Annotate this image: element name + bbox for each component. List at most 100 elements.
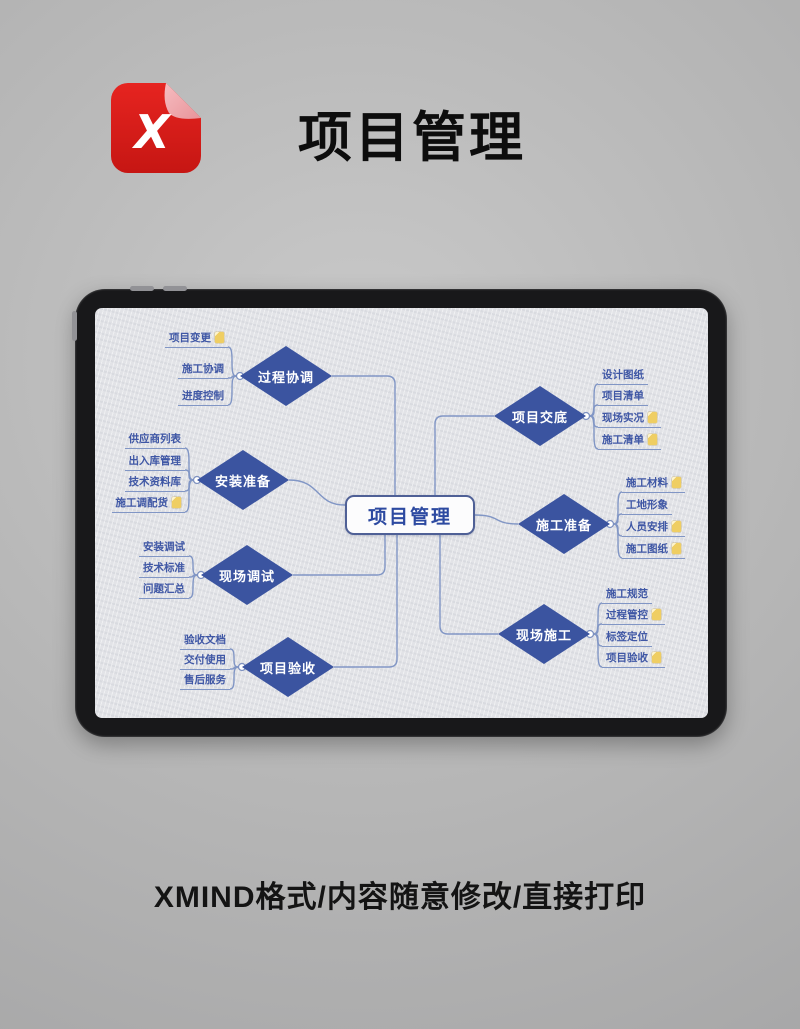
branch-topic-label: 过程协调 xyxy=(257,369,314,385)
subtopic[interactable]: 进度控制 xyxy=(178,386,228,406)
subtopic[interactable]: 过程管控 xyxy=(602,605,665,625)
root-topic-label: 项目管理 xyxy=(367,506,452,528)
branch-connector xyxy=(334,535,398,668)
note-marker-icon xyxy=(648,433,657,445)
subtopic[interactable]: 供应商列表 xyxy=(124,429,185,449)
volume-down-button xyxy=(163,286,187,291)
subtopic-label: 施工规范 xyxy=(606,587,648,600)
tablet-frame: 项目变更施工协调进度控制 过程协调供应商列表出入库管理技术资料库施工调配货 安装准备… xyxy=(72,286,727,737)
subtopic[interactable]: 技术资料库 xyxy=(124,472,185,492)
subtopic[interactable]: 施工协调 xyxy=(178,359,228,379)
subtopic[interactable]: 项目验收 xyxy=(602,648,665,668)
subtopic[interactable]: 交付使用 xyxy=(180,650,230,670)
subtopic[interactable]: 施工清单 xyxy=(598,430,661,450)
subtopic-label: 技术标准 xyxy=(143,561,185,574)
subtopic[interactable]: 项目清单 xyxy=(598,386,648,406)
branch-connector xyxy=(293,535,386,576)
subtopic-label: 设计图纸 xyxy=(602,368,644,381)
subtopic-label: 过程管控 xyxy=(606,608,648,621)
branch-topic[interactable]: 项目交底 xyxy=(494,386,586,446)
subtopic[interactable]: 技术标准 xyxy=(139,558,189,578)
subtopic-connector xyxy=(613,491,623,525)
subtopic-label: 项目变更 xyxy=(169,331,211,344)
subtopic[interactable]: 安装调试 xyxy=(139,537,189,557)
subtopic-label: 技术资料库 xyxy=(128,475,182,488)
subtopic-label: 验收文档 xyxy=(184,633,226,646)
subtopic[interactable]: 人员安排 xyxy=(622,517,685,537)
branch-topic[interactable]: 现场调试 xyxy=(201,545,293,605)
subtopic-label: 工地形象 xyxy=(626,498,668,511)
branch-connector xyxy=(434,415,494,495)
subtopic[interactable]: 售后服务 xyxy=(180,670,230,690)
subtopic-label: 进度控制 xyxy=(182,389,224,402)
note-marker-icon xyxy=(672,476,681,488)
subtopic[interactable]: 设计图纸 xyxy=(598,365,648,385)
note-marker-icon xyxy=(172,496,181,508)
branch-connector xyxy=(439,535,498,635)
subtopic-label: 项目清单 xyxy=(602,389,644,402)
xmind-icon: X xyxy=(111,83,201,173)
subtopic-label: 问题汇总 xyxy=(143,582,185,595)
subtopic-label: 交付使用 xyxy=(184,653,226,666)
subtopic[interactable]: 问题汇总 xyxy=(139,579,189,599)
subtopic-connector xyxy=(227,375,237,406)
note-marker-icon xyxy=(652,651,661,663)
branch-topic-label: 施工准备 xyxy=(535,517,592,533)
power-button xyxy=(72,311,77,341)
subtopic-label: 人员安排 xyxy=(626,520,668,533)
branch-topic[interactable]: 施工准备 xyxy=(518,494,610,554)
footer-caption: XMIND格式/内容随意修改/直接打印 xyxy=(153,881,647,914)
branch-connector xyxy=(474,514,519,525)
subtopic-label: 施工材料 xyxy=(626,476,668,489)
subtopic[interactable]: 施工图纸 xyxy=(622,539,685,559)
root-topic[interactable]: 项目管理 xyxy=(345,495,475,535)
branch-topic-label: 安装准备 xyxy=(214,473,271,489)
subtopic[interactable]: 出入库管理 xyxy=(124,451,185,471)
subtopic-connector xyxy=(227,346,237,377)
subtopic-label: 施工协调 xyxy=(182,362,224,375)
subtopic[interactable]: 工地形象 xyxy=(622,495,672,515)
subtopic-connector xyxy=(184,447,194,481)
subtopic[interactable]: 施工调配货 xyxy=(111,493,185,513)
page-title: 项目管理 xyxy=(298,108,526,168)
subtopic-connector xyxy=(589,415,599,450)
branch-topic[interactable]: 过程协调 xyxy=(240,346,332,406)
mindmap-connector-canvas xyxy=(184,346,623,690)
branch-topic[interactable]: 现场施工 xyxy=(498,604,590,664)
subtopic-connector xyxy=(188,574,198,599)
subtopic-label: 出入库管理 xyxy=(128,454,182,467)
branch-topic-label: 现场调试 xyxy=(218,568,275,584)
subtopic-label: 施工图纸 xyxy=(626,542,668,555)
subtopic[interactable]: 施工材料 xyxy=(622,473,685,493)
subtopic[interactable]: 标签定位 xyxy=(602,627,652,647)
subtopic-connector xyxy=(593,633,603,668)
subtopic-label: 项目验收 xyxy=(606,651,648,664)
subtopic-label: 安装调试 xyxy=(143,540,185,553)
branch-topic-label: 现场施工 xyxy=(515,627,572,643)
note-marker-icon xyxy=(652,608,661,620)
note-marker-icon xyxy=(672,542,681,554)
branch-topic-label: 项目交底 xyxy=(511,409,568,425)
subtopic-label: 施工调配货 xyxy=(115,496,169,509)
subtopic-connector xyxy=(184,479,194,513)
subtopic-label: 供应商列表 xyxy=(128,432,182,445)
branch-topic-label: 项目验收 xyxy=(259,660,316,676)
subtopic-label: 施工清单 xyxy=(602,433,644,446)
note-marker-icon xyxy=(648,411,657,423)
branch-connector xyxy=(288,479,346,506)
subtopic[interactable]: 施工规范 xyxy=(602,584,652,604)
branch-connector xyxy=(332,375,396,495)
subtopic-connector xyxy=(229,666,239,690)
subtopic[interactable]: 验收文档 xyxy=(180,630,230,650)
tablet-screen: 项目变更施工协调进度控制 过程协调供应商列表出入库管理技术资料库施工调配货 安装准备… xyxy=(95,308,708,718)
note-marker-icon xyxy=(672,520,681,532)
header: X 项目管理 xyxy=(0,0,800,230)
subtopic[interactable]: 现场实况 xyxy=(598,408,661,428)
branch-topic[interactable]: 安装准备 xyxy=(197,450,289,510)
branch-topic[interactable]: 项目验收 xyxy=(242,637,334,697)
mindmap-nodes: 项目变更施工协调进度控制 过程协调供应商列表出入库管理技术资料库施工调配货 安装准备… xyxy=(95,308,708,718)
volume-up-button xyxy=(130,286,154,291)
subtopic[interactable]: 项目变更 xyxy=(165,328,228,348)
subtopic-label: 现场实况 xyxy=(602,411,644,424)
subtopic-label: 售后服务 xyxy=(184,673,226,686)
